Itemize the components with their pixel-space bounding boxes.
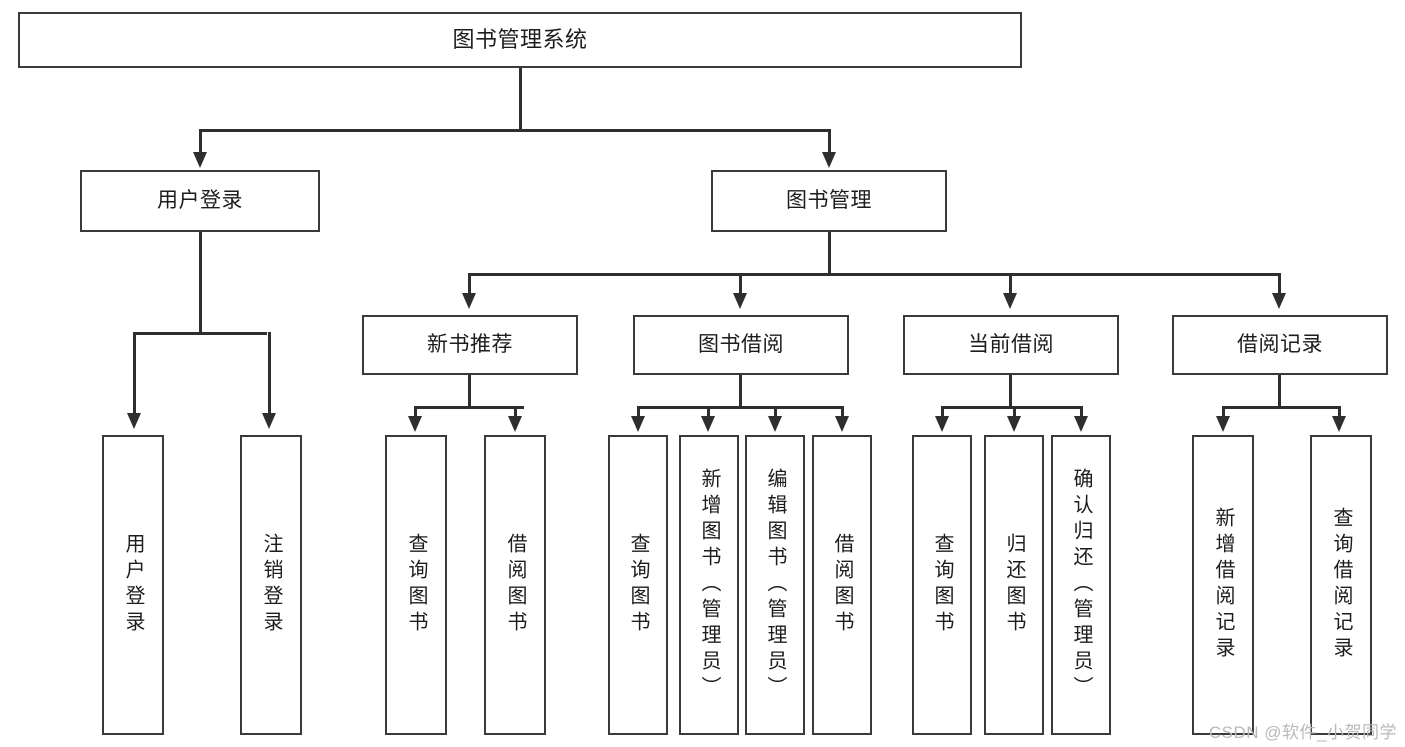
connector-bb-bar [637, 406, 843, 409]
connector-cb-drop-3 [1080, 406, 1083, 418]
connector-bb-drop-1 [637, 406, 640, 418]
connector-user-login-stem [199, 232, 202, 334]
connector-br-drop-2 [1338, 406, 1341, 418]
connector-root-stem [519, 68, 522, 130]
arrow-to-leaf-query-borrow-record [1332, 416, 1346, 432]
arrow-to-book-management [822, 152, 836, 168]
connector-root-bar [199, 129, 830, 132]
arrow-to-leaf-query-book-recommend [408, 416, 422, 432]
connector-bb-drop-2 [707, 406, 710, 418]
csdn-watermark: CSDN @软件_小贺同学 [1208, 723, 1397, 742]
connector-book-management-bar [468, 273, 1280, 276]
connector-cb-drop-1 [941, 406, 944, 418]
connector-user-login-drop-2 [268, 332, 271, 415]
leaf-query-book-borrow[interactable]: 查询图书 [608, 435, 668, 735]
connector-book-management-stem [828, 232, 831, 275]
node-current-borrow[interactable]: 当前借阅 [903, 315, 1119, 375]
arrow-to-borrow-record [1272, 293, 1286, 309]
connector-nbr-bar [414, 406, 524, 409]
leaf-query-book-recommend[interactable]: 查询图书 [385, 435, 447, 735]
arrow-to-leaf-return-book [1007, 416, 1021, 432]
connector-bm-drop-4 [1278, 273, 1281, 295]
connector-br-stem [1278, 375, 1281, 408]
arrow-to-leaf-add-book-admin [701, 416, 715, 432]
node-label: 用户登录 [157, 189, 243, 213]
leaf-label: 用户登录 [122, 533, 144, 637]
arrow-to-leaf-user-login [127, 413, 141, 429]
node-label: 图书管理 [786, 189, 872, 213]
connector-bb-drop-4 [841, 406, 844, 418]
arrow-to-leaf-edit-book-admin [768, 416, 782, 432]
arrow-to-user-login [193, 152, 207, 168]
node-book-management[interactable]: 图书管理 [711, 170, 947, 232]
connector-root-drop-user-login [199, 129, 202, 154]
leaf-label: 新增借阅记录 [1212, 507, 1234, 663]
node-label: 图书借阅 [698, 333, 784, 357]
arrow-to-leaf-borrow-book-recommend [508, 416, 522, 432]
leaf-label: 借阅图书 [831, 533, 853, 637]
node-label: 图书管理系统 [452, 26, 588, 52]
node-new-book-recommend[interactable]: 新书推荐 [362, 315, 578, 375]
connector-root-drop-book-management [828, 129, 831, 154]
leaf-borrow-book[interactable]: 借阅图书 [812, 435, 872, 735]
node-book-borrow[interactable]: 图书借阅 [633, 315, 849, 375]
connector-cb-drop-2 [1013, 406, 1016, 418]
leaf-query-borrow-record[interactable]: 查询借阅记录 [1310, 435, 1372, 735]
leaf-label: 借阅图书 [504, 533, 526, 637]
connector-bm-drop-2 [739, 273, 742, 295]
arrow-to-leaf-query-book-current [935, 416, 949, 432]
connector-br-bar [1222, 406, 1340, 409]
leaf-add-book-admin[interactable]: 新增图书（管理员） [679, 435, 739, 735]
connector-cb-stem [1009, 375, 1012, 408]
leaf-label: 注销登录 [260, 533, 282, 637]
leaf-confirm-return-admin[interactable]: 确认归还（管理员） [1051, 435, 1111, 735]
connector-bm-drop-3 [1009, 273, 1012, 295]
node-user-login[interactable]: 用户登录 [80, 170, 320, 232]
node-label: 当前借阅 [968, 333, 1054, 357]
node-label: 新书推荐 [427, 333, 513, 357]
connector-br-drop-1 [1222, 406, 1225, 418]
leaf-label: 归还图书 [1003, 533, 1025, 637]
leaf-add-borrow-record[interactable]: 新增借阅记录 [1192, 435, 1254, 735]
arrow-to-leaf-query-book-borrow [631, 416, 645, 432]
leaf-label: 查询图书 [405, 533, 427, 637]
node-borrow-record[interactable]: 借阅记录 [1172, 315, 1388, 375]
arrow-to-leaf-confirm-return-admin [1074, 416, 1088, 432]
connector-nbr-drop-1 [414, 406, 417, 418]
leaf-label: 查询图书 [627, 533, 649, 637]
leaf-label: 确认归还（管理员） [1070, 468, 1092, 702]
connector-nbr-stem [468, 375, 471, 408]
connector-cb-bar [941, 406, 1082, 409]
connector-bm-drop-1 [468, 273, 471, 295]
leaf-query-book-current[interactable]: 查询图书 [912, 435, 972, 735]
arrow-to-leaf-logout [262, 413, 276, 429]
node-root-book-management-system[interactable]: 图书管理系统 [18, 12, 1022, 68]
arrow-to-leaf-add-borrow-record [1216, 416, 1230, 432]
connector-bb-stem [739, 375, 742, 408]
node-label: 借阅记录 [1237, 333, 1323, 357]
leaf-label: 查询借阅记录 [1330, 507, 1352, 663]
arrow-to-book-borrow [733, 293, 747, 309]
connector-nbr-drop-2 [514, 406, 517, 418]
connector-bb-drop-3 [774, 406, 777, 418]
leaf-label: 查询图书 [931, 533, 953, 637]
leaf-borrow-book-recommend[interactable]: 借阅图书 [484, 435, 546, 735]
arrow-to-leaf-borrow-book [835, 416, 849, 432]
leaf-user-login[interactable]: 用户登录 [102, 435, 164, 735]
connector-user-login-drop-1 [133, 332, 136, 415]
leaf-label: 编辑图书（管理员） [764, 468, 786, 702]
leaf-edit-book-admin[interactable]: 编辑图书（管理员） [745, 435, 805, 735]
arrow-to-current-borrow [1003, 293, 1017, 309]
leaf-logout[interactable]: 注销登录 [240, 435, 302, 735]
leaf-return-book[interactable]: 归还图书 [984, 435, 1044, 735]
connector-user-login-bar [133, 332, 267, 335]
leaf-label: 新增图书（管理员） [698, 468, 720, 702]
arrow-to-new-book-recommend [462, 293, 476, 309]
